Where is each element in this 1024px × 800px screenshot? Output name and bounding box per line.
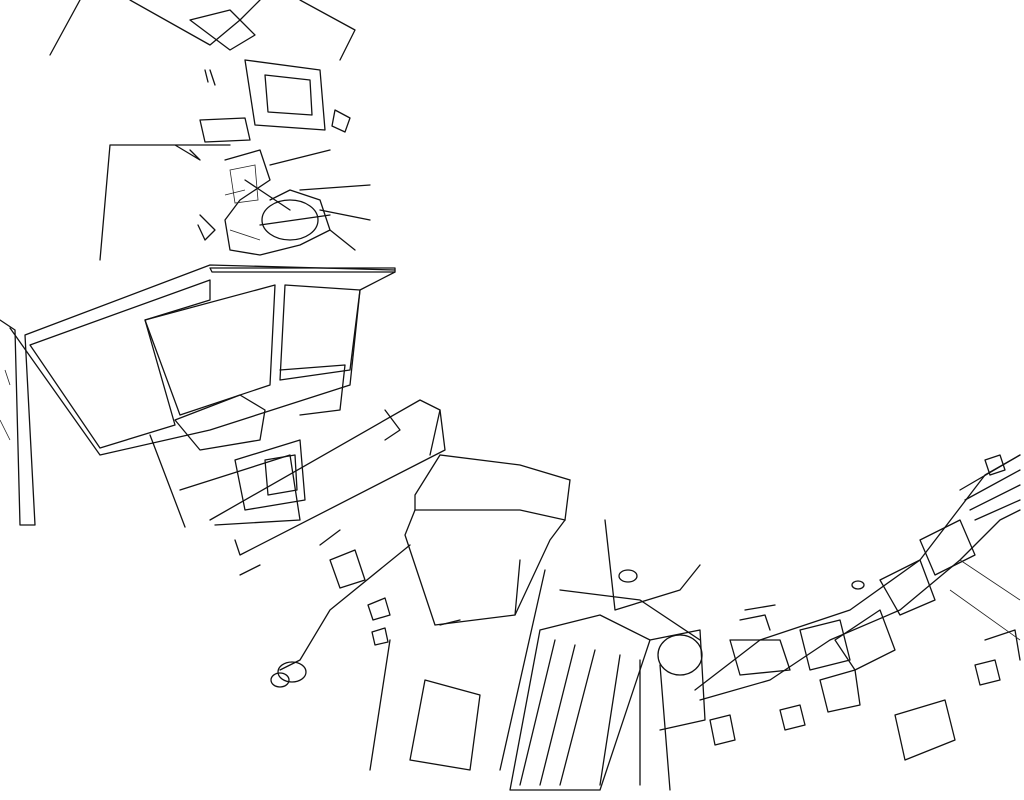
lower-shelving [509,519,706,791]
right-workstation-arc [694,454,1021,761]
window-wall [0,264,396,528]
center-counter [209,399,571,771]
upper-workstation-cluster [49,0,371,261]
